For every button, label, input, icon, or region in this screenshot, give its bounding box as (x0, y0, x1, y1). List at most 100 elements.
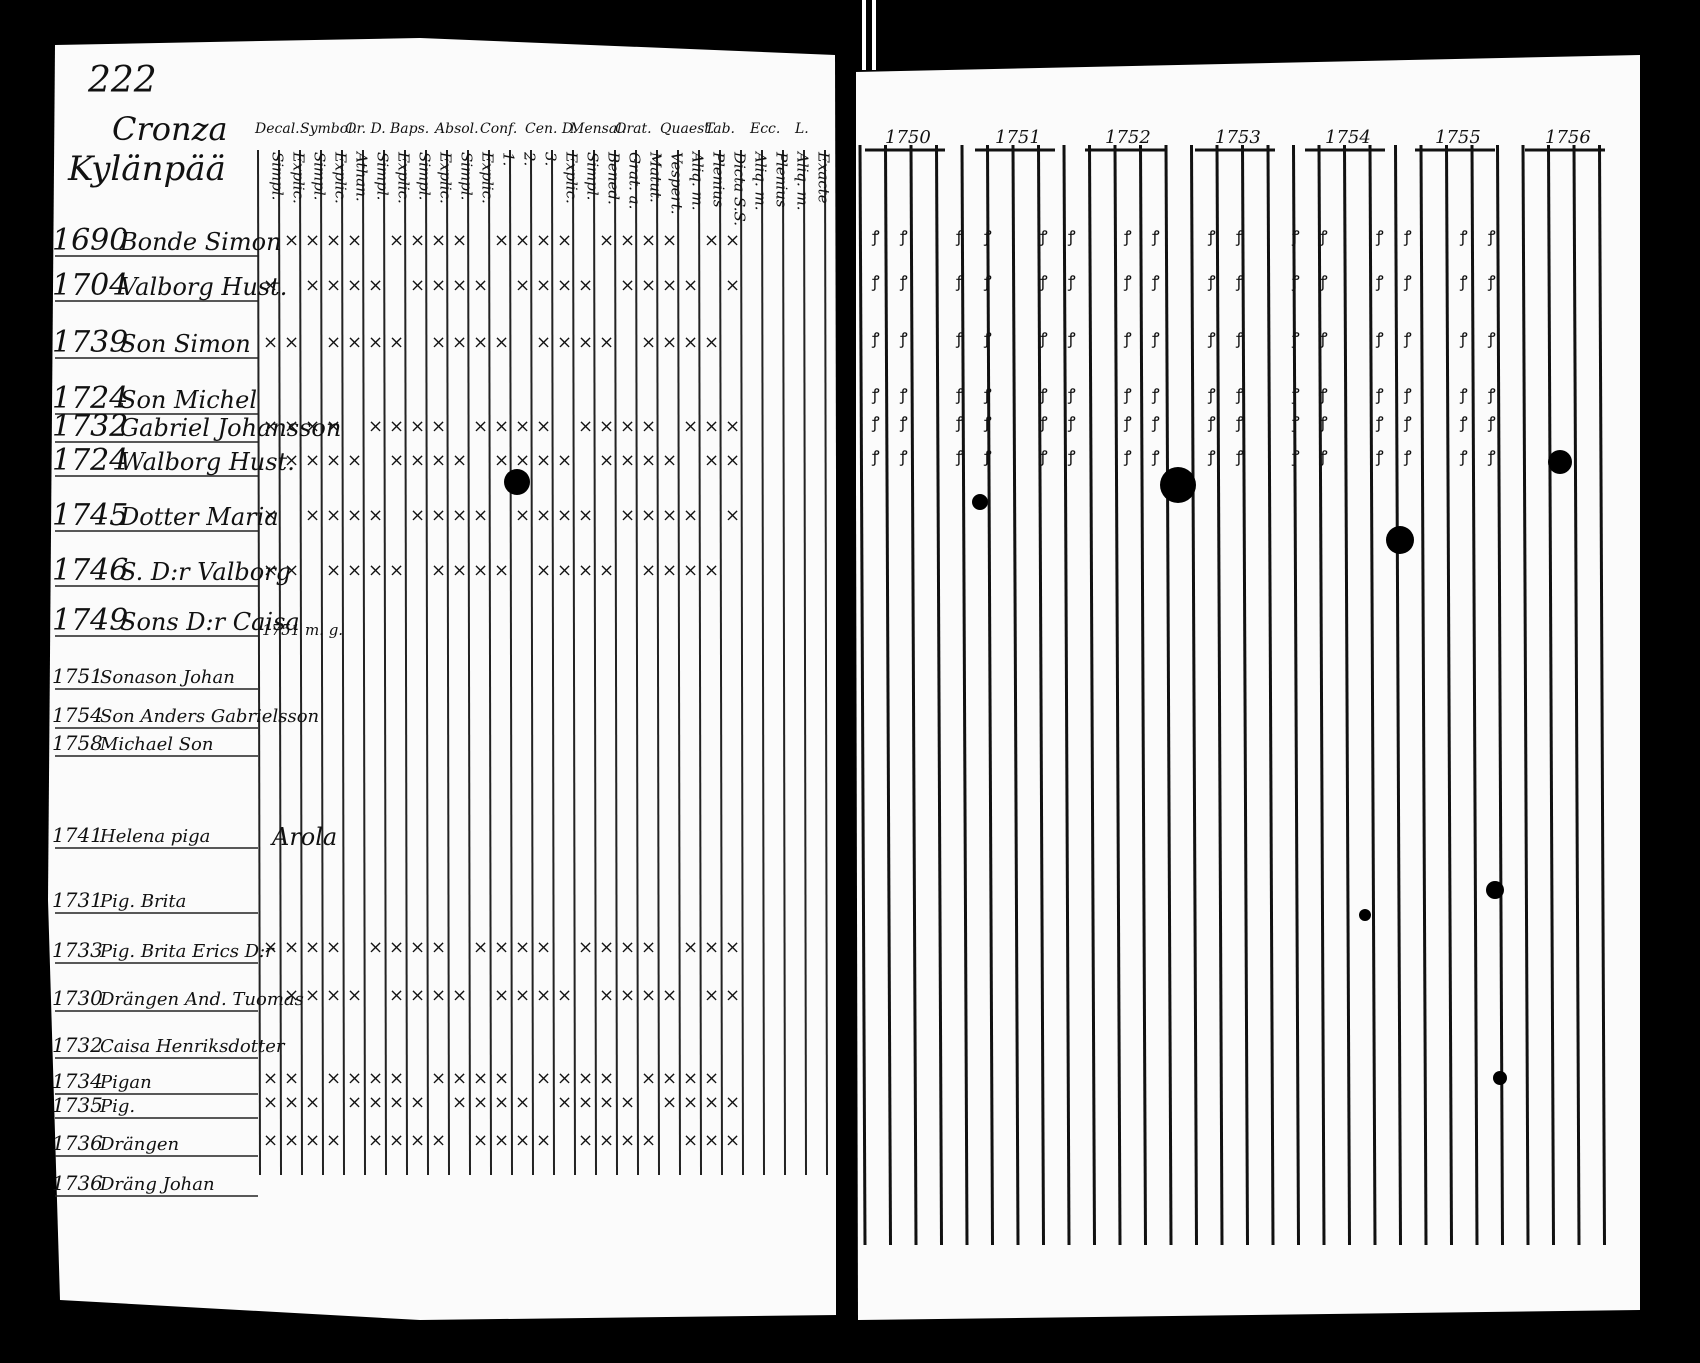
reading-mark: ꝭ (1487, 447, 1496, 466)
left-column-rule (782, 149, 786, 1176)
attendance-mark: × (473, 1092, 488, 1113)
right-column-rule (909, 144, 918, 1246)
sub-column-header: Plenius (773, 151, 791, 208)
side-note-row9: 1751 m. g. (262, 621, 343, 639)
reading-mark: ꝭ (1207, 227, 1216, 246)
attendance-mark: × (263, 1092, 278, 1113)
attendance-mark: × (305, 275, 320, 296)
reading-mark: ꝭ (1375, 329, 1384, 348)
reading-mark: ꝭ (1151, 447, 1160, 466)
attendance-mark: × (305, 1092, 320, 1113)
attendance-mark: × (305, 416, 320, 437)
attendance-mark: × (347, 230, 362, 251)
reading-mark: ꝭ (871, 447, 880, 466)
attendance-mark: × (557, 505, 572, 526)
right-column-rule (1419, 144, 1428, 1246)
attendance-mark: × (599, 560, 614, 581)
reading-mark: ꝭ (1291, 413, 1300, 432)
attendance-mark: × (305, 985, 320, 1006)
reading-mark: ꝭ (1067, 227, 1076, 246)
reading-mark: ꝭ (1151, 227, 1160, 246)
attendance-mark: × (641, 1130, 656, 1151)
attendance-mark: × (620, 416, 635, 437)
left-column-rule (593, 149, 597, 1176)
attendance-mark: × (662, 450, 677, 471)
attendance-mark: × (536, 505, 551, 526)
attendance-mark: × (599, 332, 614, 353)
reading-mark: ꝭ (1487, 413, 1496, 432)
attendance-mark: × (620, 505, 635, 526)
attendance-mark: × (263, 416, 278, 437)
attendance-mark: × (305, 1130, 320, 1151)
attendance-mark: × (263, 275, 278, 296)
sub-column-header: Dicta S.S. (731, 151, 749, 226)
attendance-mark: × (368, 1130, 383, 1151)
attendance-mark: × (620, 985, 635, 1006)
birth-year: 1730 (52, 986, 103, 1010)
right-column-rule (1547, 144, 1555, 1246)
right-column-rule (1292, 144, 1300, 1246)
reading-mark: ꝭ (1151, 272, 1160, 291)
attendance-mark: × (263, 937, 278, 958)
left-column-rule (803, 149, 807, 1176)
attendance-mark: × (473, 1130, 488, 1151)
attendance-mark: × (431, 1068, 446, 1089)
birth-year: 1724 (52, 443, 128, 478)
right-column-rule (1598, 144, 1606, 1246)
attendance-mark: × (368, 560, 383, 581)
column-group-header: Quaest. (660, 121, 714, 137)
attendance-mark: × (473, 1068, 488, 1089)
attendance-mark: × (284, 1130, 299, 1151)
column-group-header: Ecc. (749, 121, 780, 137)
reading-mark: ꝭ (1067, 447, 1076, 466)
reading-mark: ꝭ (955, 329, 964, 348)
reading-mark: ꝭ (983, 272, 992, 291)
attendance-mark: × (431, 560, 446, 581)
birth-year: 1724 (52, 381, 128, 416)
reading-mark: ꝭ (983, 227, 992, 246)
reading-mark: ꝭ (871, 329, 880, 348)
reading-mark: ꝭ (1039, 227, 1048, 246)
attendance-mark: × (410, 937, 425, 958)
person-name: Dräng Johan (99, 1174, 215, 1195)
left-column-rule (614, 149, 618, 1176)
attendance-mark: × (494, 332, 509, 353)
reading-mark: ꝭ (1319, 227, 1328, 246)
reading-mark: ꝭ (1487, 385, 1496, 404)
sub-column-header: Simpl. (269, 152, 287, 200)
attendance-mark: × (662, 560, 677, 581)
attendance-mark: × (347, 275, 362, 296)
reading-mark: ꝭ (1459, 329, 1468, 348)
attendance-mark: × (725, 230, 740, 251)
right-column-rule (1088, 144, 1096, 1246)
attendance-mark: × (494, 937, 509, 958)
attendance-mark: × (326, 450, 341, 471)
reading-mark: ꝭ (1403, 329, 1412, 348)
reading-mark: ꝭ (1123, 329, 1132, 348)
left-column-rule (446, 149, 450, 1176)
reading-mark: ꝭ (1123, 413, 1132, 432)
attendance-mark: × (578, 1130, 593, 1151)
attendance-mark: × (515, 416, 530, 437)
reading-mark: ꝭ (1459, 272, 1468, 291)
column-group-header: Conf. (480, 121, 517, 137)
birth-year: 1734 (52, 1069, 103, 1093)
attendance-mark: × (515, 1130, 530, 1151)
attendance-mark: × (284, 332, 299, 353)
attendance-mark: × (599, 1092, 614, 1113)
attendance-mark: × (515, 985, 530, 1006)
attendance-mark: × (515, 505, 530, 526)
attendance-mark: × (536, 332, 551, 353)
person-name: Pig. (99, 1096, 135, 1117)
left-column-rule (656, 149, 660, 1176)
attendance-mark: × (704, 416, 719, 437)
side-note-arola: Arola (270, 823, 337, 851)
reading-mark: ꝭ (1151, 413, 1160, 432)
attendance-mark: × (641, 985, 656, 1006)
attendance-mark: × (263, 560, 278, 581)
